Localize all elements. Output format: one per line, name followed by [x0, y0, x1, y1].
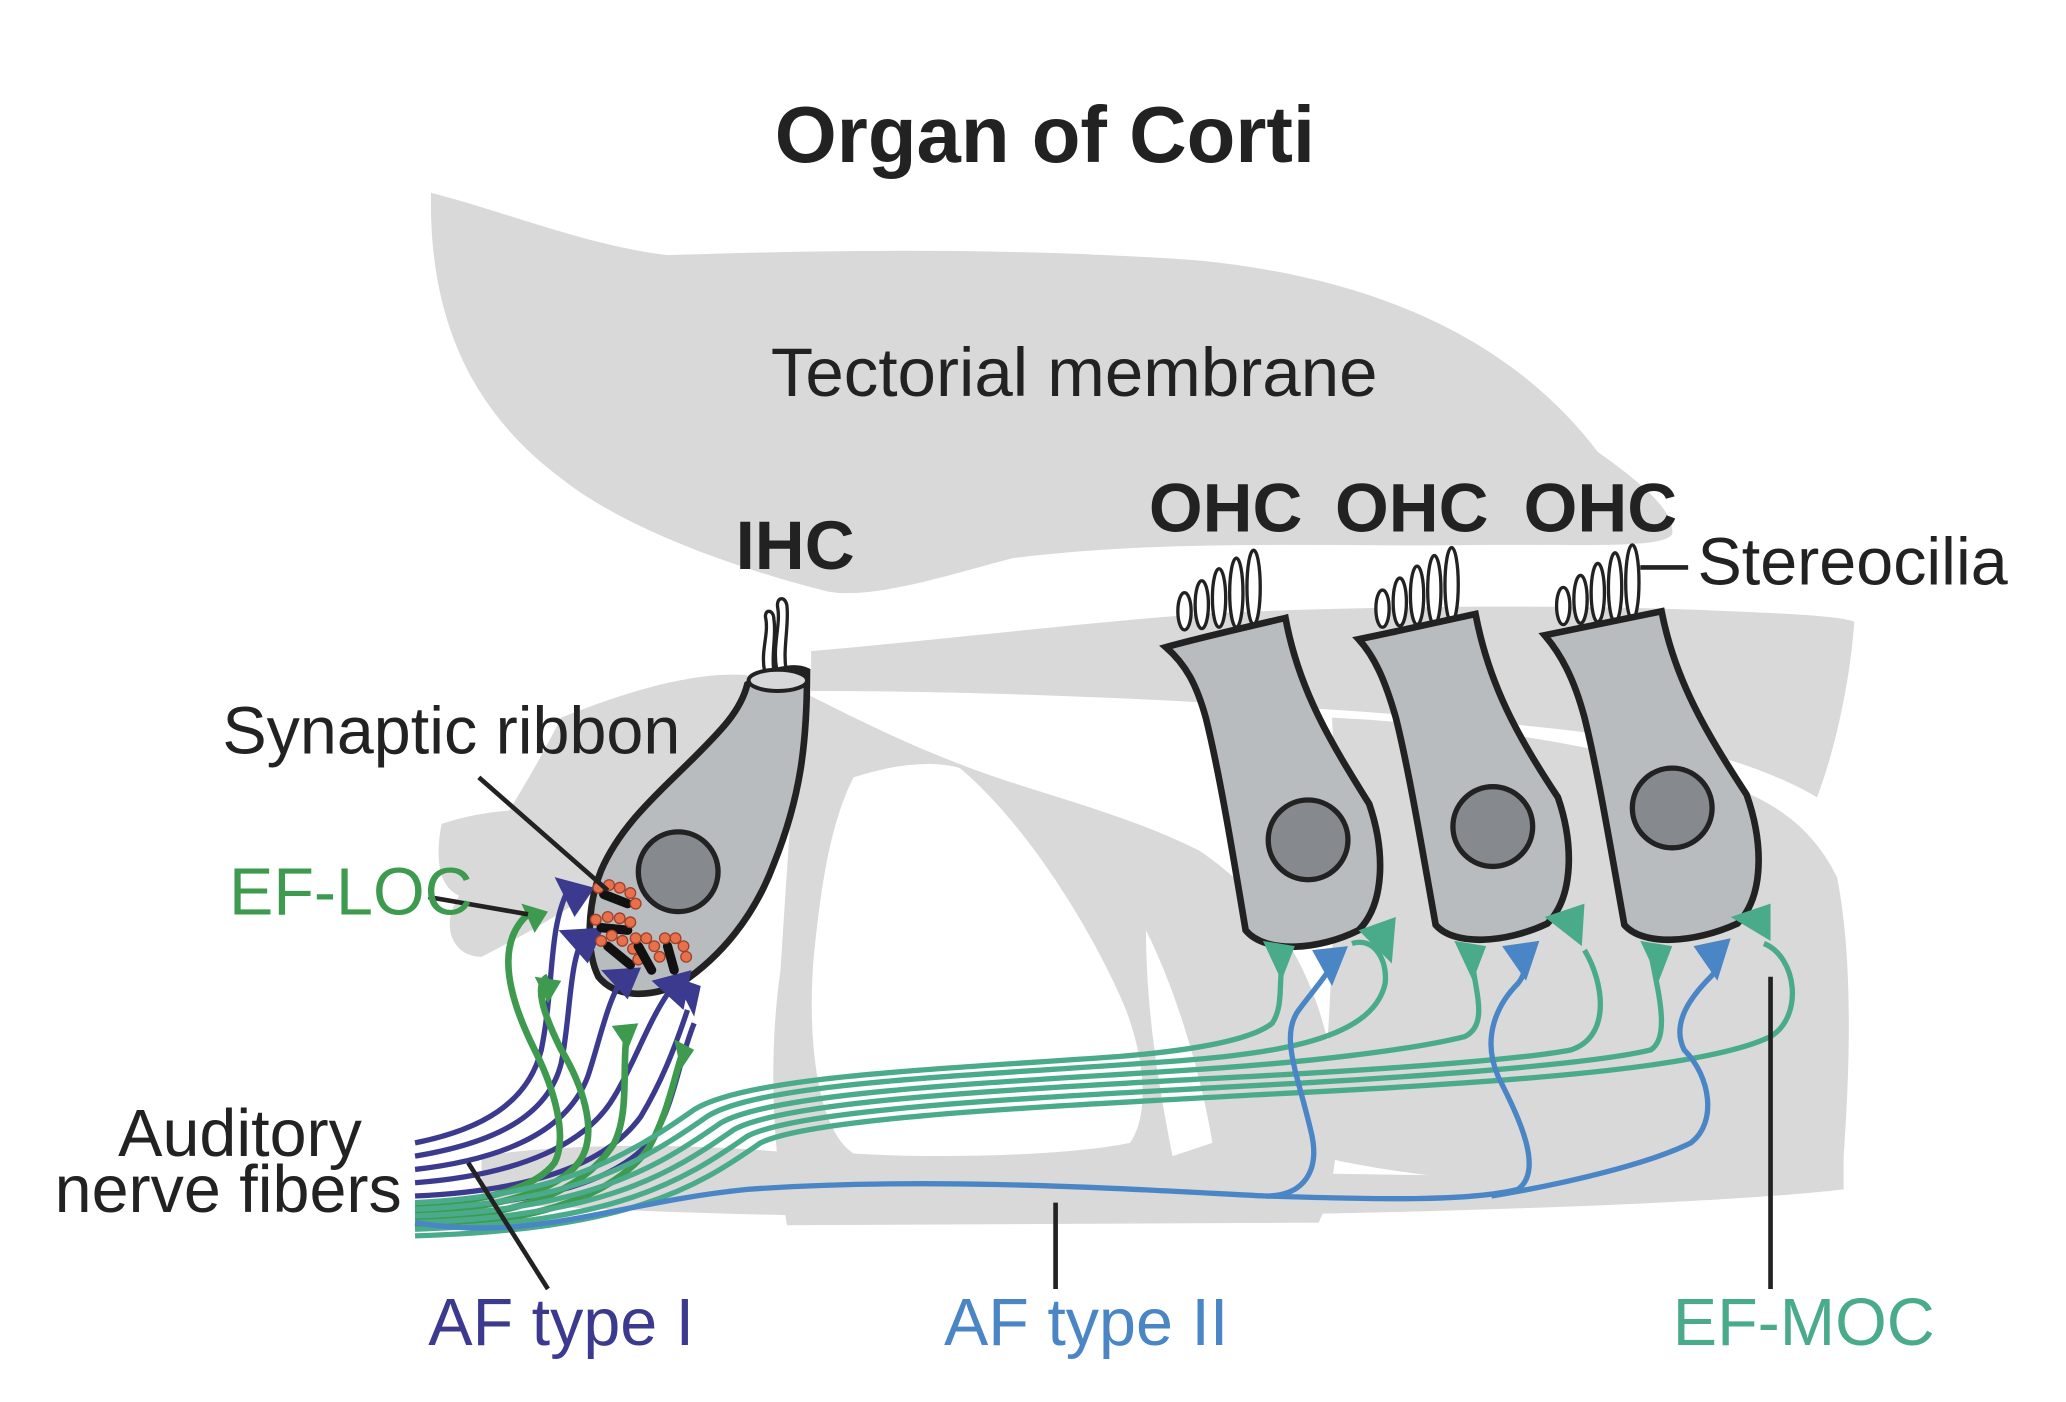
ohc-nucleus — [1265, 797, 1351, 883]
outer-hair-cell — [1352, 545, 1573, 944]
ohc-label: OHC — [1335, 469, 1489, 547]
leader-lines — [427, 565, 1773, 1291]
af-type-1-leader — [466, 1161, 550, 1291]
synaptic-ribbon — [658, 932, 693, 975]
af-type-1-label: AF type I — [428, 1286, 694, 1360]
limbus-finger-shape — [438, 810, 588, 899]
outer-hair-cell — [1538, 543, 1762, 944]
synaptic-ribbon — [592, 879, 642, 910]
ohc-label: OHC — [1524, 469, 1678, 547]
ihc-label: IHC — [736, 506, 855, 584]
stereocilia-bundle — [1176, 548, 1262, 632]
tectorial-membrane-label: Tectorial membrane — [771, 333, 1378, 411]
auditory-nerve-label-line2: nerve fibers — [55, 1153, 402, 1227]
ohc-nucleus — [1629, 765, 1715, 851]
basilar-membrane — [481, 1145, 1844, 1218]
synaptic-ribbons — [589, 879, 693, 975]
inner-hair-cell — [586, 597, 811, 998]
af-type-2-label: AF type II — [944, 1286, 1228, 1360]
stereocilia-bundle — [1554, 543, 1641, 627]
synaptic-ribbon-leader — [477, 775, 610, 893]
ohc-nucleus — [1450, 784, 1536, 870]
auditory-nerve-label-line1: Auditory — [118, 1097, 363, 1171]
ihc-nucleus — [635, 829, 721, 915]
af-type-2-terminals — [1312, 938, 1731, 987]
synaptic-ribbon — [629, 932, 666, 975]
ohc-group — [1159, 543, 1762, 951]
af-type-2-fibers — [414, 945, 1722, 1231]
limbus-shape — [449, 674, 748, 957]
synaptic-ribbon-label: Synaptic ribbon — [222, 694, 680, 768]
synaptic-ribbon — [589, 910, 637, 935]
ohc-label: OHC — [1149, 469, 1303, 547]
diagram-title: Organ of Corti — [775, 90, 1315, 179]
af-type-1-terminals — [554, 877, 701, 1017]
ihc-stereocilia — [761, 597, 790, 672]
ef-loc-leader — [427, 894, 529, 917]
stereocilia-bundle — [1374, 545, 1460, 629]
ef-moc-label: EF-MOC — [1673, 1286, 1935, 1360]
outer-hair-cell — [1159, 548, 1384, 951]
ef-moc-fibers — [414, 939, 1795, 1239]
stereocilia-label: Stereocilia — [1697, 526, 2007, 600]
ef-loc-label: EF-LOC — [229, 855, 473, 929]
ef-loc-terminals — [521, 903, 695, 1070]
tectorial-membrane-shape — [430, 192, 1673, 594]
ihc-cuticular-plate — [746, 667, 810, 694]
ihc-body — [586, 665, 811, 998]
ef-moc-terminals — [1262, 903, 1771, 981]
